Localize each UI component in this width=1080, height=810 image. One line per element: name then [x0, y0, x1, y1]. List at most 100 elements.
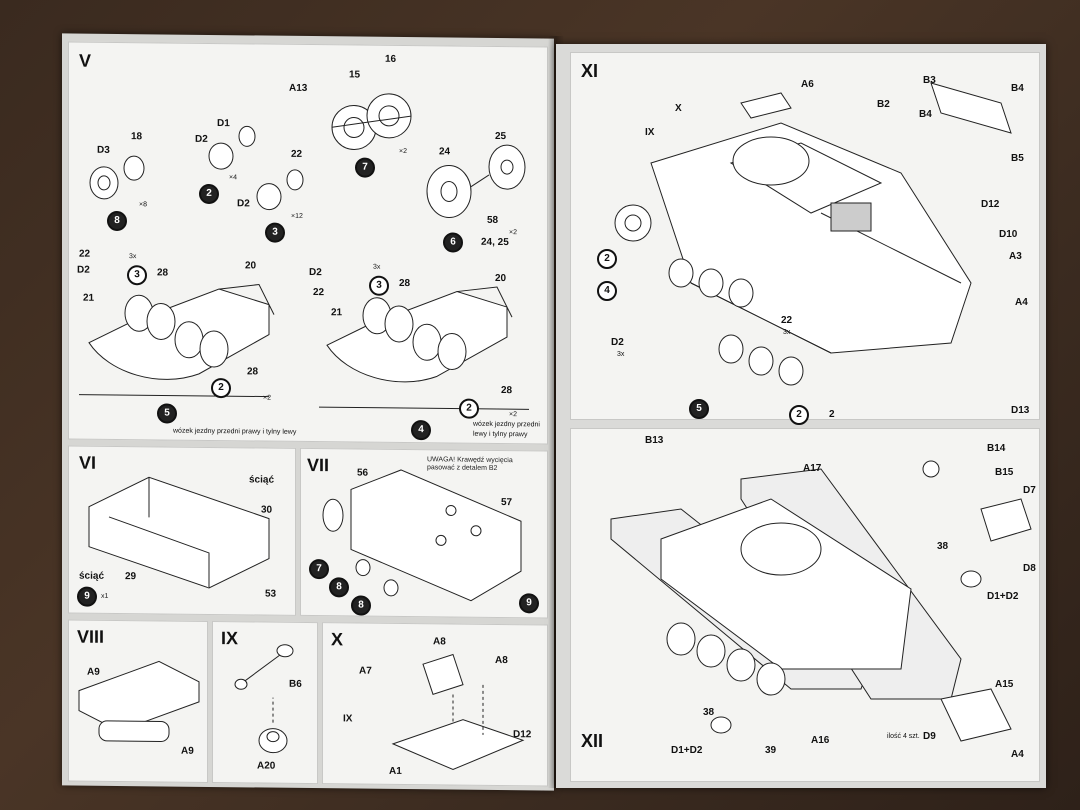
step-v-panel: V	[68, 41, 548, 445]
step-x-drawing	[391, 653, 525, 771]
label-2: 2	[829, 409, 835, 420]
label-b5: B5	[1011, 153, 1024, 164]
step-number: XI	[581, 61, 599, 81]
label-x: X	[675, 103, 682, 114]
qty-x8: ×8	[139, 201, 147, 209]
step-vi-panel: VI ściąć 30 ściąć 29 53 9 x1	[68, 445, 296, 616]
qty-right-3x: 3x	[373, 263, 381, 271]
label-d10: D10	[999, 229, 1018, 240]
label-15: 15	[349, 69, 361, 81]
qty-x2a: ×2	[399, 147, 407, 156]
label-a7: A7	[359, 665, 372, 677]
label-b2: B2	[877, 99, 890, 110]
label-d12: D12	[981, 199, 1000, 210]
label-a13: A13	[289, 82, 308, 94]
qty-x2d: ×2	[509, 411, 517, 419]
qty-3x-b: 3x	[783, 329, 791, 336]
label-a15: A15	[995, 679, 1014, 690]
color-callout-5: 5	[689, 399, 709, 419]
label-d2b: D2	[237, 198, 250, 210]
label-16: 16	[385, 53, 397, 65]
color-callout-9: 9	[77, 586, 97, 607]
callout-4: 4	[597, 281, 617, 301]
label-a4: A4	[1015, 297, 1028, 308]
label-a9b: A9	[181, 745, 194, 757]
step-vii-panel: VII 56 UWAGA! Krawędź wycięcia pasować z…	[300, 447, 548, 619]
step-ix-drawing	[234, 644, 294, 754]
label-sciac-2: ściąć	[79, 570, 105, 582]
label-left-21: 21	[83, 292, 95, 304]
label-b3: B3	[923, 75, 936, 86]
label-d7: D7	[1023, 485, 1036, 496]
label-d9: D9	[923, 731, 936, 742]
label-b4a: B4	[1011, 83, 1024, 94]
label-d13: D13	[1011, 405, 1030, 416]
color-callout-9: 9	[519, 593, 539, 614]
step-xi-drawing	[614, 82, 1012, 386]
color-callout-3: 3	[265, 222, 285, 243]
color-callout-6: 6	[443, 232, 463, 253]
label-right-20: 20	[495, 272, 507, 285]
label-a20: A20	[257, 760, 276, 772]
label-sciac-1: ściąć	[249, 474, 275, 486]
callout-2a: 2	[597, 249, 617, 269]
label-d2: D2	[195, 133, 208, 145]
label-58: 58	[487, 214, 499, 226]
step-viii-panel: VIII A9 A9	[68, 619, 208, 783]
label-18: 18	[131, 131, 143, 143]
color-callout-8: 8	[107, 210, 127, 232]
step-viii-drawing	[78, 660, 200, 742]
label-a6: A6	[801, 79, 814, 90]
caption-left-bogie: wózek jezdny przedni prawy i tylny lewy	[173, 427, 297, 436]
label-24: 24	[439, 146, 451, 158]
label-ix: IX	[645, 127, 655, 138]
color-callout-4: 4	[411, 420, 431, 441]
label-56: 56	[357, 467, 369, 479]
label-25: 25	[495, 130, 507, 143]
label-b15: B15	[995, 467, 1014, 478]
label-29: 29	[125, 571, 137, 583]
step-number: XII	[581, 731, 604, 751]
step-v-drawing	[79, 93, 529, 410]
label-b13: B13	[645, 435, 664, 446]
qty-x1: x1	[101, 592, 109, 600]
label-d2: D2	[611, 337, 624, 348]
step-vii-drawing	[322, 469, 522, 602]
color-callout-8a: 8	[329, 577, 349, 598]
step-x-panel: X A8 A7 A8 IX D12 A1	[322, 622, 548, 787]
left-page: V	[62, 33, 554, 791]
step-xii-panel: XII B13 A17 B14	[570, 428, 1040, 782]
label-d8: D8	[1023, 563, 1036, 574]
label-left-28: 28	[157, 267, 169, 279]
label-a9a: A9	[87, 666, 100, 678]
label-a1: A1	[389, 765, 402, 777]
label-24-25: 24, 25	[481, 236, 509, 249]
label-38b: 38	[703, 707, 715, 718]
qty-x2b: ×2	[509, 229, 517, 237]
warning-note-2: pasować z detalem B2	[427, 464, 498, 472]
callout-right-2: 2	[459, 398, 479, 419]
qty-x2c: ×2	[263, 394, 271, 402]
caption-right-bogie-1: wózek jezdny przedni	[473, 420, 540, 429]
label-right-28b: 28	[501, 385, 513, 397]
label-b14: B14	[987, 443, 1006, 454]
label-right-22: 22	[313, 287, 325, 299]
label-d12: D12	[513, 729, 532, 741]
label-right-28: 28	[399, 277, 411, 290]
label-b4b: B4	[919, 109, 932, 120]
label-22: 22	[781, 315, 793, 326]
label-a16: A16	[811, 735, 830, 746]
color-callout-7: 7	[309, 559, 329, 580]
label-a4: A4	[1011, 749, 1024, 760]
label-22: 22	[291, 148, 303, 160]
label-39: 39	[765, 745, 777, 756]
qty-x12: ×12	[291, 212, 303, 220]
label-a8b: A8	[495, 654, 508, 667]
right-page: XI A6	[556, 44, 1046, 788]
label-left-22: 22	[79, 248, 91, 260]
label-right-d2: D2	[309, 267, 322, 279]
label-38a: 38	[937, 541, 949, 552]
qty-3x-a: 3x	[617, 351, 625, 358]
label-d1d2a: D1+D2	[987, 591, 1019, 602]
label-d3: D3	[97, 144, 110, 156]
